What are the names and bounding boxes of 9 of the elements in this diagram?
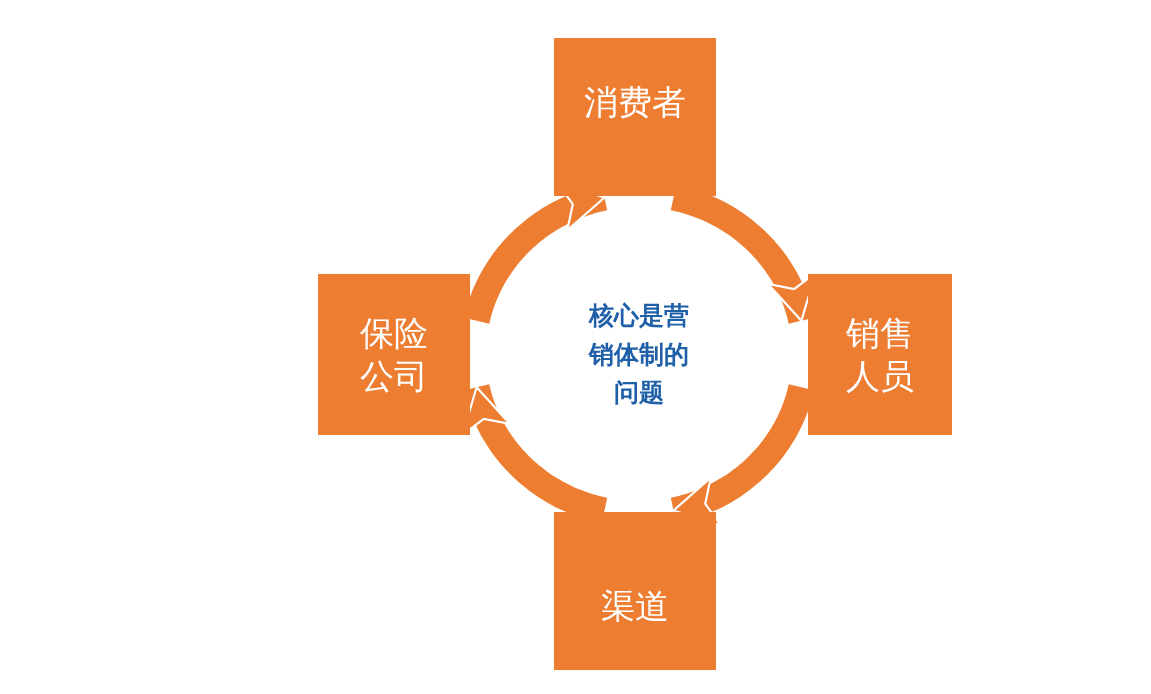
box-label: 渠道: [600, 584, 670, 628]
box-label: 保险公司: [360, 312, 428, 397]
box-label: 消费者: [584, 80, 686, 124]
box: [554, 512, 716, 670]
box: [554, 38, 716, 196]
center-text: 核心是营销体制的问题: [587, 299, 690, 410]
box: [808, 274, 952, 435]
box: [318, 274, 470, 435]
box-label: 销售人员: [846, 312, 914, 397]
